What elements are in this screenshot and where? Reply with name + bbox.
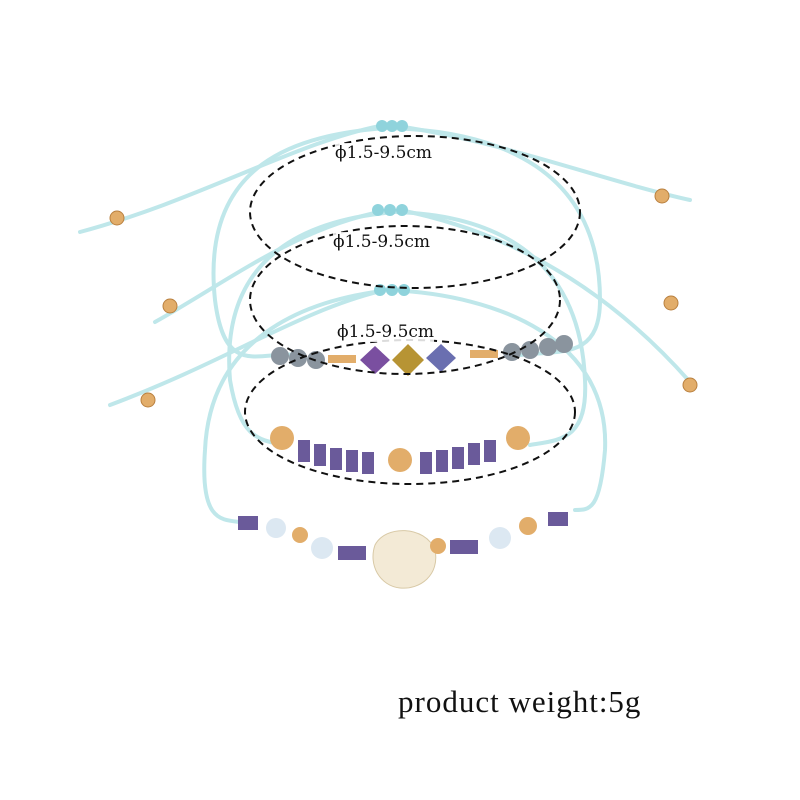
bracelet-3-beads — [270, 426, 530, 474]
size-ellipses — [244, 135, 581, 485]
end-beads — [109, 188, 698, 408]
size-label-1: ϕ1.5-9.5cm — [335, 143, 433, 163]
cords — [78, 123, 692, 524]
bracelet-4-beads — [238, 512, 568, 589]
knots — [372, 120, 410, 296]
weight-label: product weight:5g — [398, 684, 642, 719]
size-label-2: ϕ1.5-9.5cm — [333, 232, 431, 252]
size-label-3: ϕ1.5-9.5cm — [337, 322, 435, 342]
